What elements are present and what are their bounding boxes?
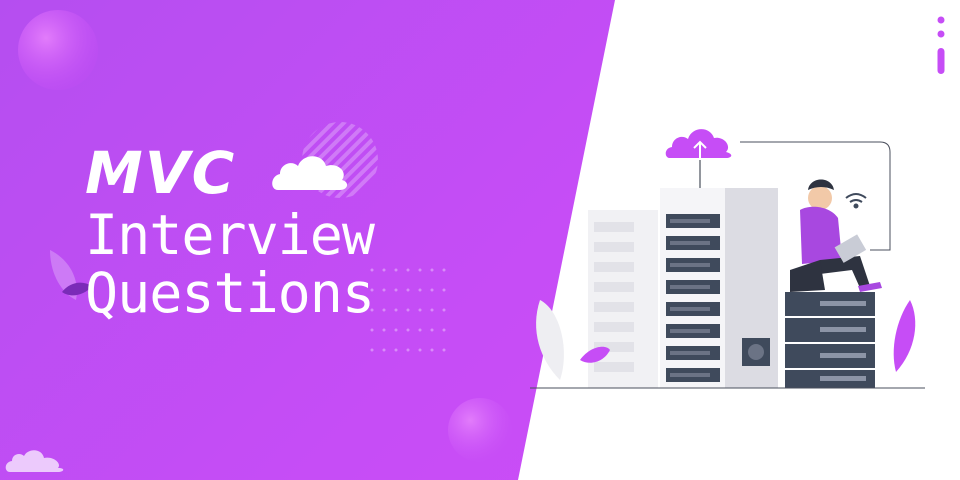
dot-grid <box>370 268 446 352</box>
cloud-icon <box>272 156 348 190</box>
leaf-icon <box>50 250 92 300</box>
small-cloud-icon <box>5 450 64 472</box>
decor-circle-top <box>18 10 98 90</box>
server-stack <box>785 292 875 388</box>
server-room-illustration <box>530 129 925 389</box>
title-mvc: MVC <box>85 139 237 207</box>
decor-circle-bottom <box>448 398 512 462</box>
leaf-plant-left <box>536 300 610 380</box>
person-with-laptop-illustration <box>790 179 882 292</box>
banner-title: MVC Interview Questions <box>85 139 375 325</box>
upload-cloud-icon <box>665 129 732 188</box>
title-interview: Interview <box>85 203 375 267</box>
leaf-plant-right <box>893 300 916 372</box>
faded-server-rack <box>588 210 658 388</box>
brand-logo-icon <box>937 16 945 74</box>
server-rack-illustration <box>660 188 778 388</box>
wifi-icon <box>845 193 867 209</box>
title-questions: Questions <box>85 261 375 325</box>
